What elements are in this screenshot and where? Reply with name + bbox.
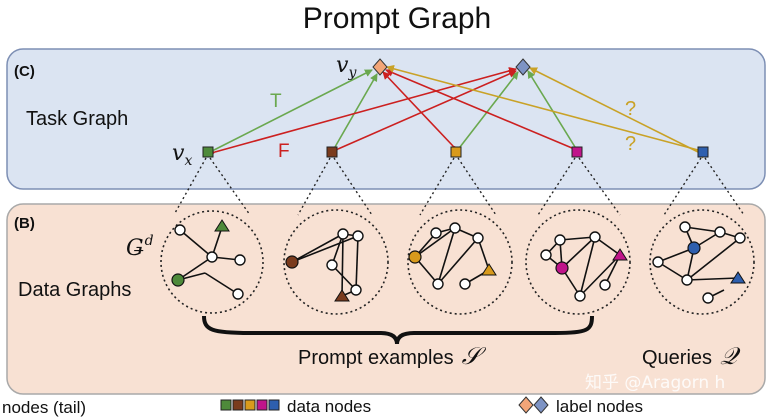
gd-label: Ǥd (126, 233, 154, 261)
legend-data-node-swatches (220, 399, 280, 411)
data-panel-tag: (B) (14, 215, 35, 232)
watermark: 知乎 @Aragorn h (585, 373, 725, 393)
task-panel-label: Task Graph (26, 108, 128, 130)
label-node-orange-diamond (372, 58, 388, 76)
data-node-brown (326, 146, 338, 158)
data-graph-1 (160, 210, 264, 314)
data-node-blue (697, 146, 709, 158)
data-graph-5 (649, 209, 755, 315)
prompt-examples-brace (202, 315, 594, 345)
data-node-green (202, 146, 214, 158)
edge-label-query-2: ? (625, 133, 636, 155)
label-node-blue-diamond (515, 58, 531, 76)
task-graph-edges (205, 64, 707, 159)
data-panel-label: Data Graphs (18, 279, 131, 301)
legend-label-nodes: label nodes (556, 397, 643, 416)
task-panel-tag: (C) (14, 63, 35, 80)
diagram-title: Prompt Graph (303, 2, 491, 35)
data-node-magenta (571, 146, 583, 158)
vy-label: vy (336, 53, 357, 81)
legend-label-node-swatches (518, 396, 549, 414)
zoom-lines (174, 157, 745, 216)
legend-nodes-tail: nodes (tail) (2, 398, 86, 417)
edge-query (529, 67, 707, 159)
edge-label-false: F (278, 141, 290, 162)
data-graph-3 (407, 209, 513, 315)
data-node-orange (450, 146, 462, 158)
vx-label: vx (172, 141, 192, 169)
edge-label-true: T (270, 91, 282, 112)
edge-label-query-1: ? (625, 98, 636, 120)
data-graph-4 (525, 209, 631, 315)
data-graph-2 (283, 209, 389, 315)
legend-data-nodes: data nodes (287, 397, 371, 416)
